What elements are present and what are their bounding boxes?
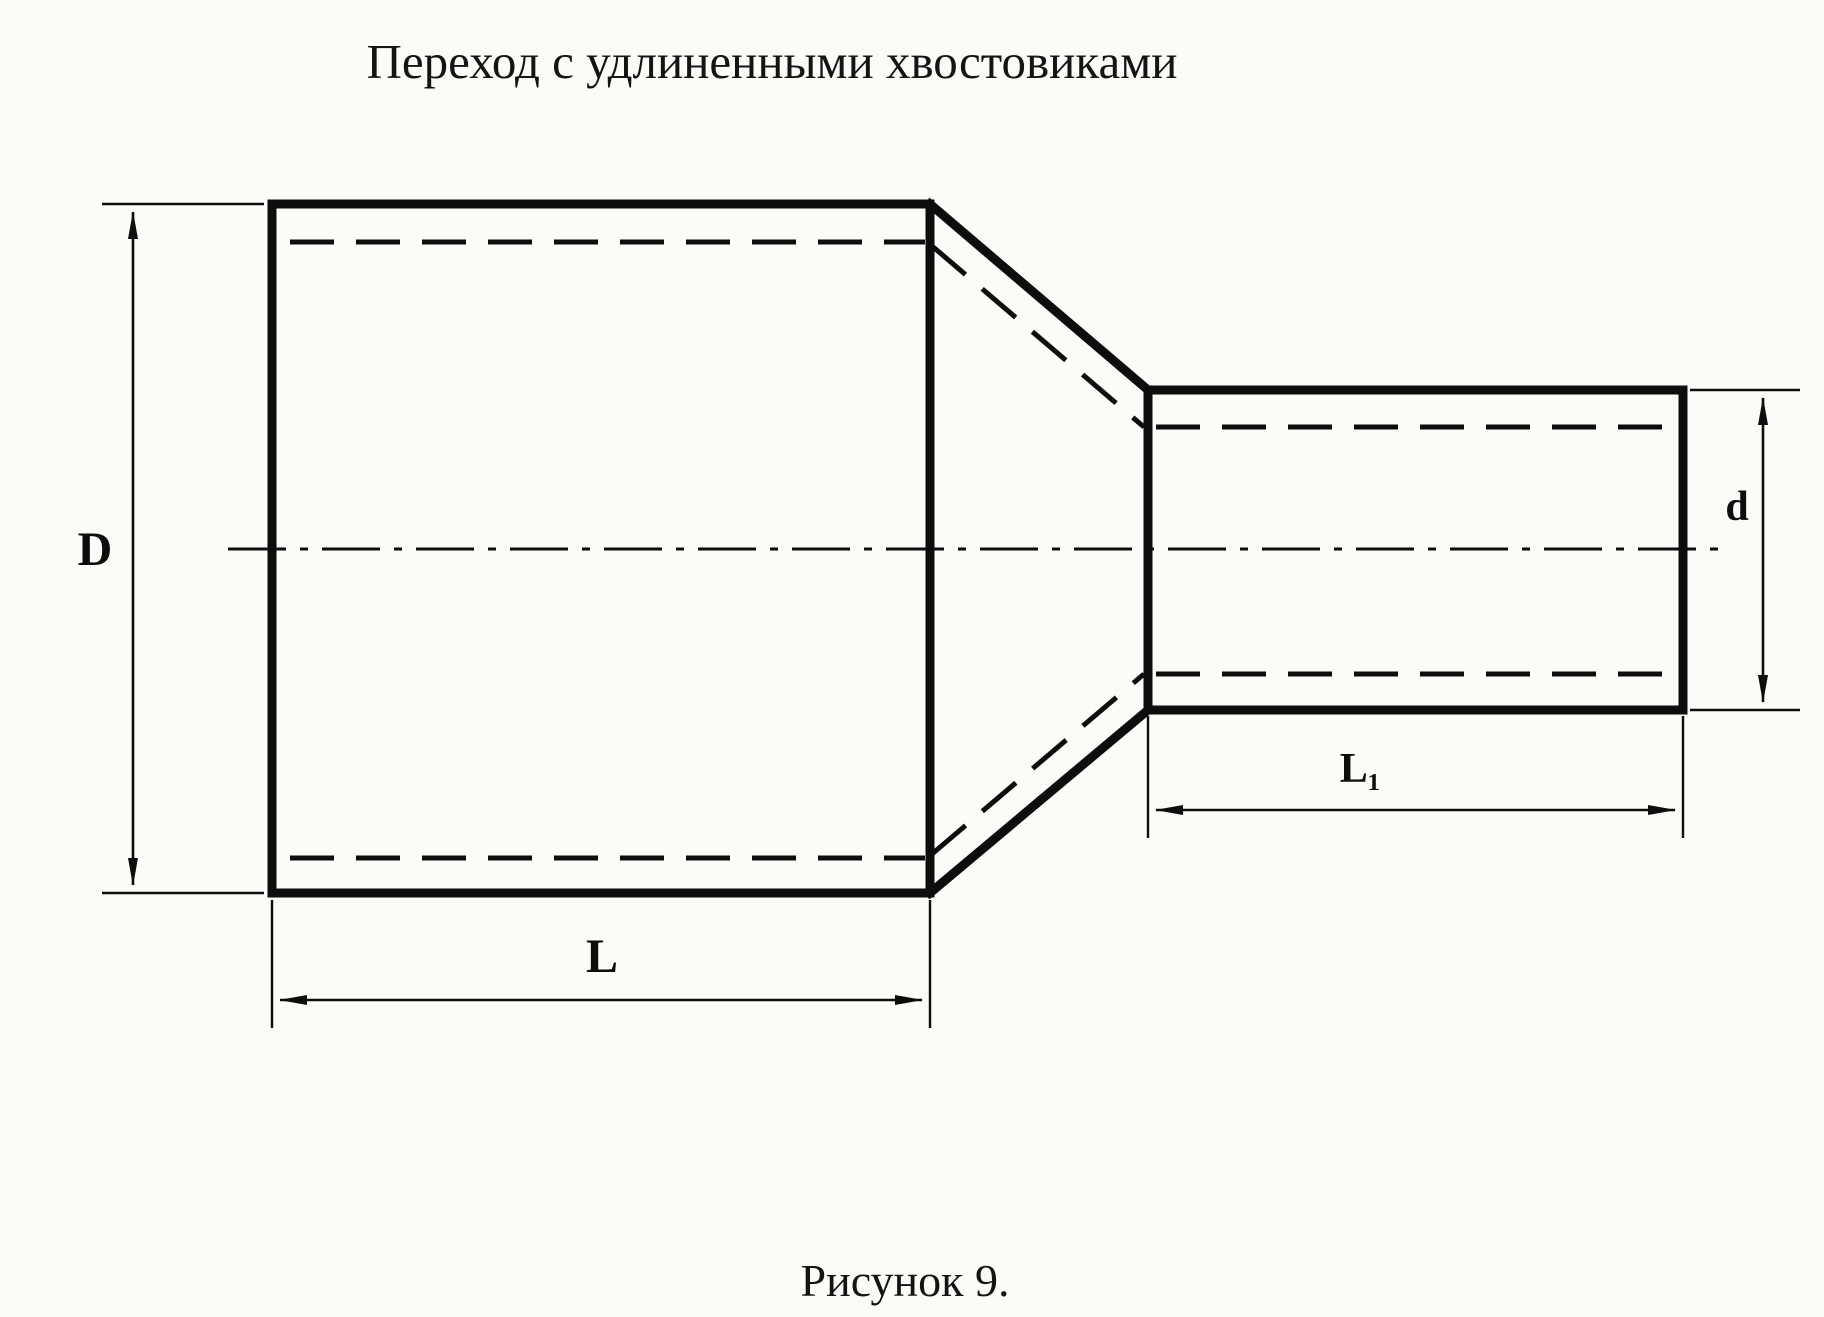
drawing-title: Переход с удлиненными хвостовиками (367, 34, 1178, 89)
dim-L-label: L (586, 930, 618, 983)
dim-D-label: D (78, 523, 113, 576)
cone-top-edge (923, 197, 1155, 397)
inner-bore-lines (290, 239, 1678, 861)
dim-d-label: d (1725, 484, 1748, 530)
figure-caption: Рисунок 9. (801, 1255, 1010, 1306)
reducer-outline (267, 197, 1688, 900)
cone-bottom-edge (923, 703, 1155, 900)
dimension-D: D (78, 202, 264, 895)
dimension-L: L (270, 900, 932, 1028)
dimension-d: d (1690, 388, 1800, 712)
cone-bore-bottom-dashed (930, 672, 1146, 856)
dim-L1-label: L₁ (1340, 746, 1381, 792)
cone-bore-top-dashed (930, 244, 1146, 429)
dimension-L1: L₁ (1146, 716, 1685, 838)
